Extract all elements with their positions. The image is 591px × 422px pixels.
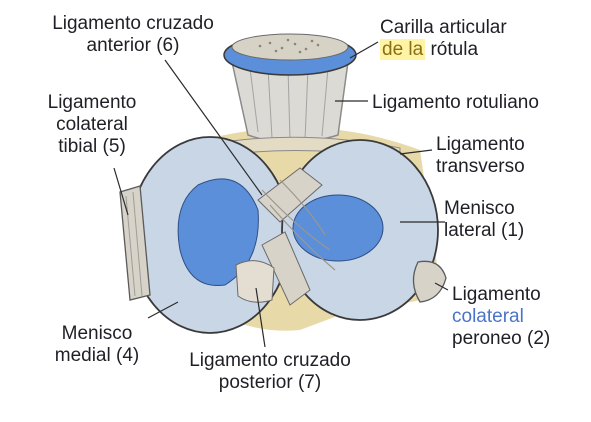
label-acl-line2: anterior (6)	[44, 35, 222, 57]
label-lat-menisc-line1: Menisco	[444, 198, 524, 220]
patella-cut-surface	[232, 34, 348, 60]
label-patellar-ligament: Ligamento rotuliano	[372, 92, 539, 114]
label-mcl-line3: tibial (5)	[32, 136, 152, 158]
label-facet-line2: de la rótula	[380, 39, 507, 61]
label-posterior-cruciate: Ligamento cruzado posterior (7)	[170, 350, 370, 394]
fibular-collateral-ligament	[413, 261, 446, 302]
label-transverse-line1: Ligamento	[436, 134, 525, 156]
label-facet-rest: rótula	[425, 39, 478, 60]
label-acl-line1: Ligamento cruzado	[44, 13, 222, 35]
label-lcl-line2: colateral	[452, 306, 550, 328]
label-pcl-line2: posterior (7)	[170, 372, 370, 394]
label-medial-meniscus: Menisco medial (4)	[42, 323, 152, 367]
label-facet-line1: Carilla articular	[380, 17, 507, 39]
label-anterior-cruciate: Ligamento cruzado anterior (6)	[44, 13, 222, 57]
label-fibular-collateral: Ligamento colateral peroneo (2)	[452, 284, 550, 350]
label-med-menisc-line1: Menisco	[42, 323, 152, 345]
pcl-stump	[236, 261, 274, 303]
label-lcl-line1: Ligamento	[452, 284, 550, 306]
label-med-menisc-line2: medial (4)	[42, 345, 152, 367]
label-lcl-line3: peroneo (2)	[452, 328, 550, 350]
label-facet-highlight: de la	[380, 39, 425, 60]
label-mcl-line2: colateral	[32, 114, 152, 136]
label-patellar-facet: Carilla articular de la rótula	[380, 17, 507, 61]
label-pcl-line1: Ligamento cruzado	[170, 350, 370, 372]
label-mcl-line1: Ligamento	[32, 92, 152, 114]
label-transverse-line2: transverso	[436, 156, 525, 178]
lateral-tibial-cartilage	[293, 195, 383, 261]
label-lateral-meniscus: Menisco lateral (1)	[444, 198, 524, 242]
label-transverse-ligament: Ligamento transverso	[436, 134, 525, 178]
label-tibial-collateral: Ligamento colateral tibial (5)	[32, 92, 152, 158]
label-lat-menisc-line2: lateral (1)	[444, 220, 524, 242]
